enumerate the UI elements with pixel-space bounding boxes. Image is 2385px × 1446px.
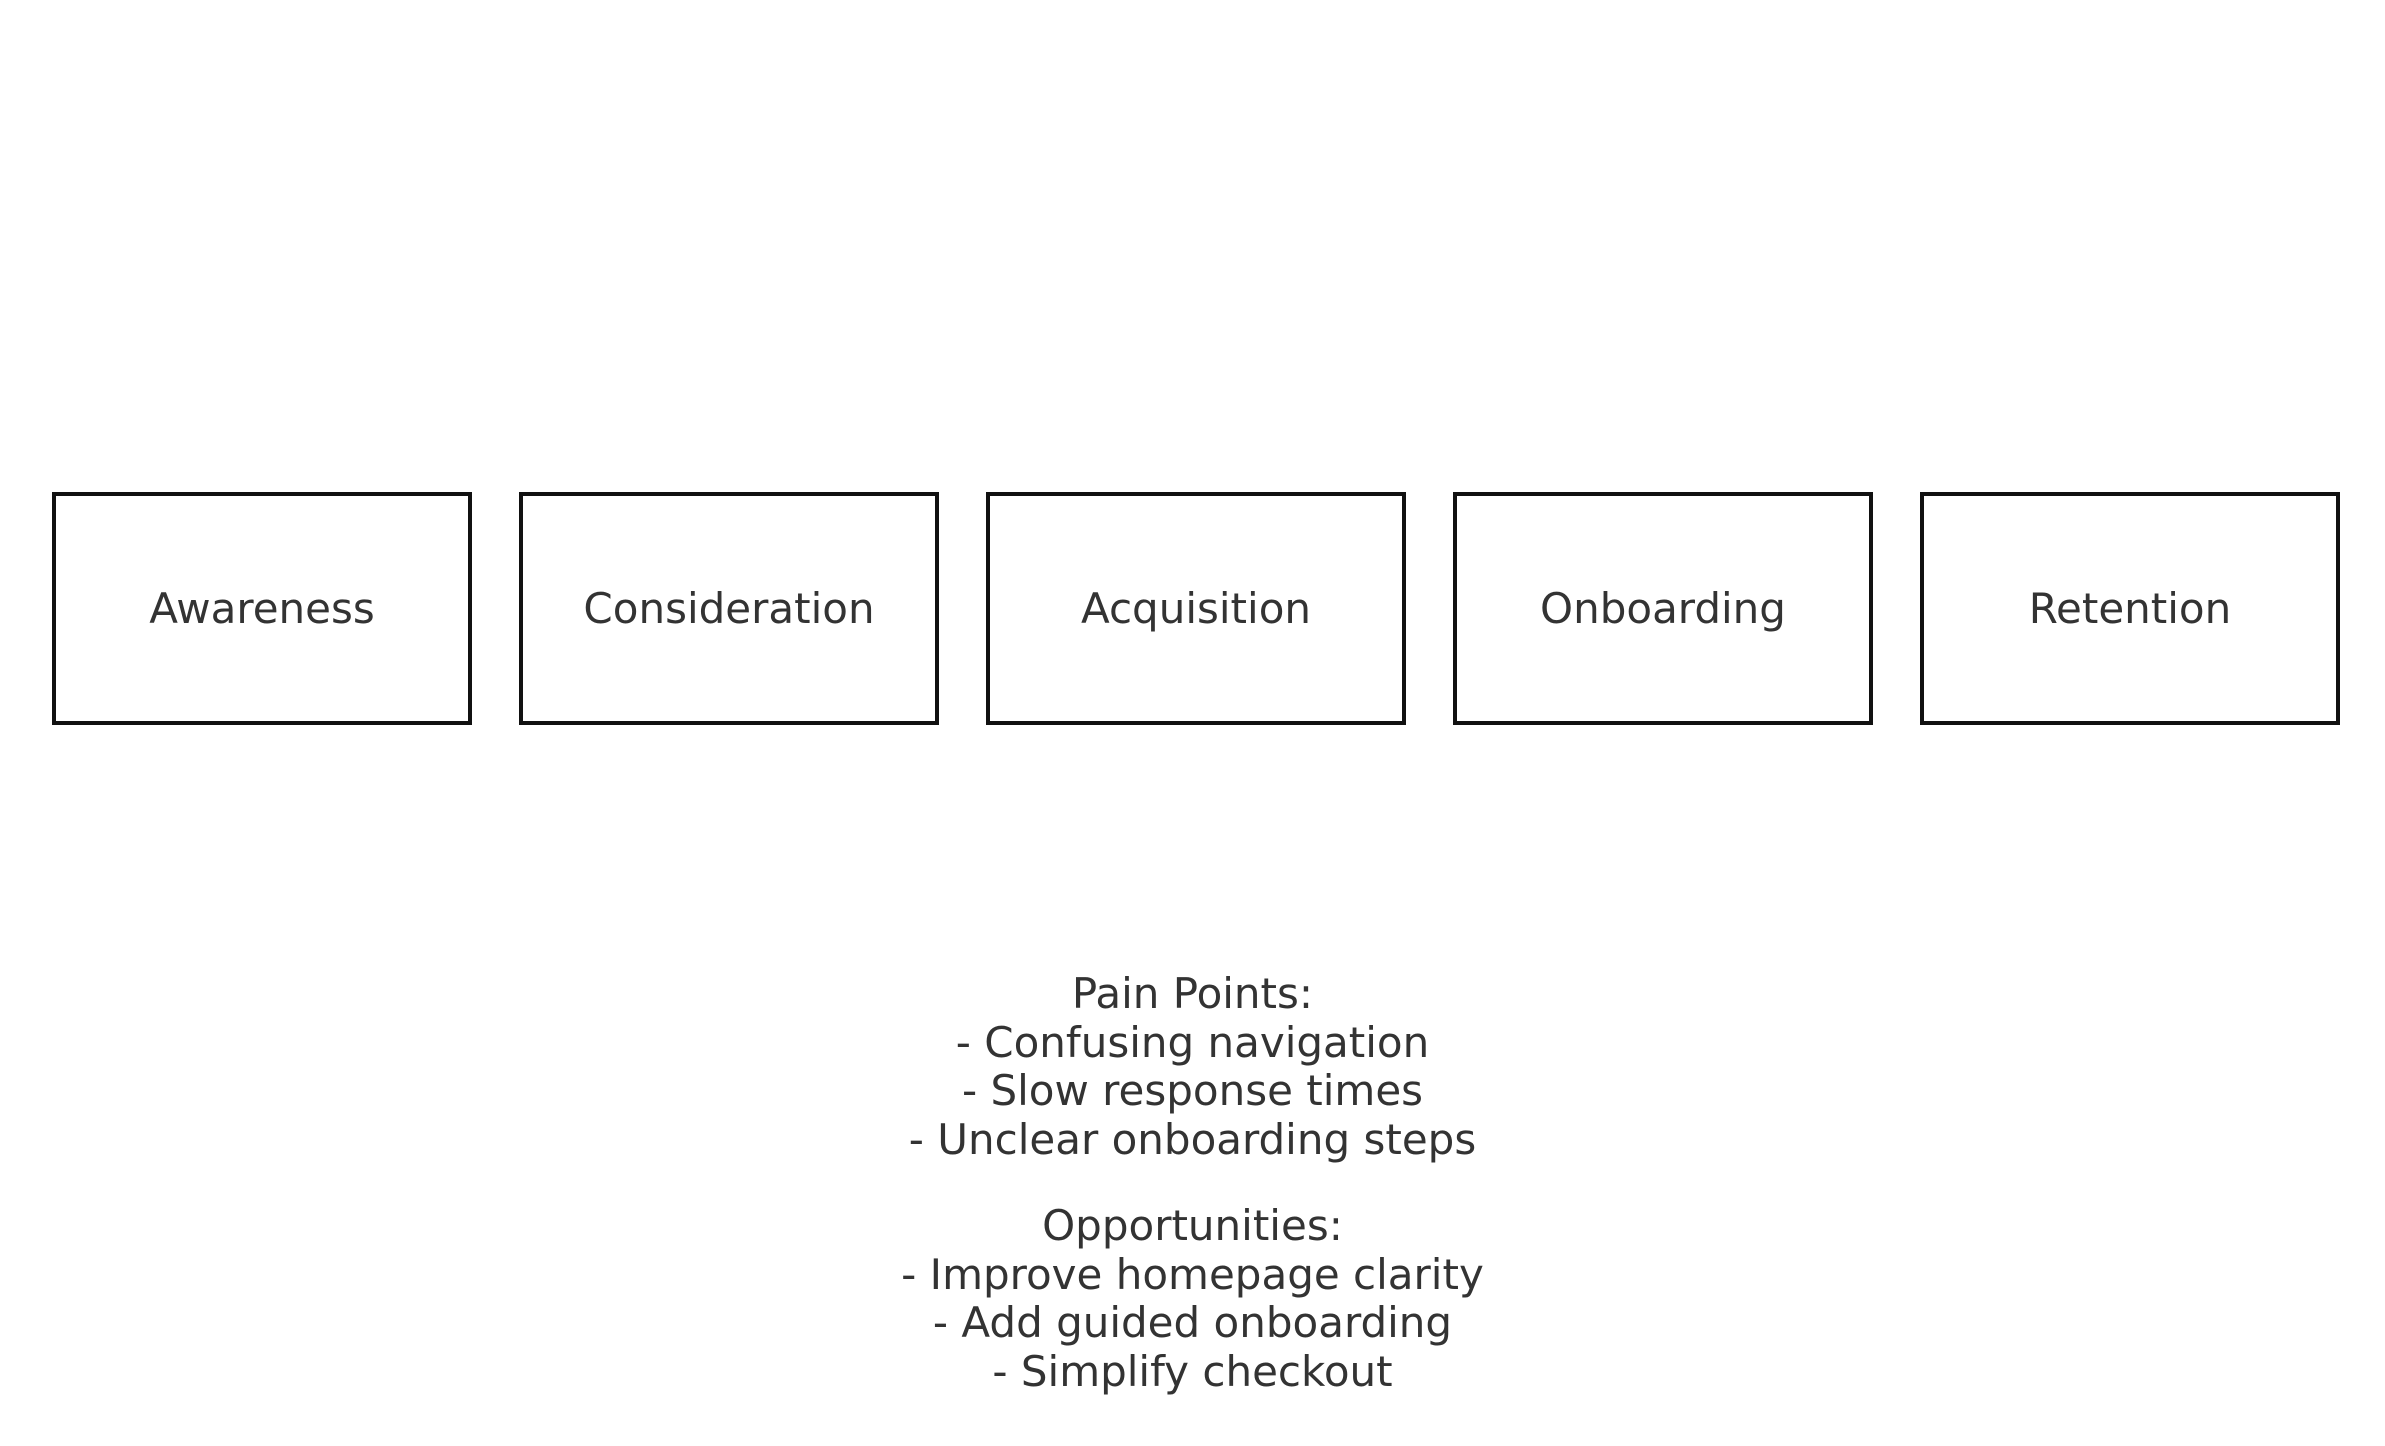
- pain-point-item: - Slow response times: [961, 1066, 1424, 1115]
- stage-consideration: Consideration: [519, 492, 939, 725]
- pain-points-heading: Pain Points:: [1071, 969, 1314, 1018]
- stage-label: Retention: [2028, 583, 2232, 633]
- opportunities-block: Opportunities: - Improve homepage clarit…: [0, 1201, 2385, 1396]
- stage-label: Awareness: [149, 583, 375, 633]
- stage-onboarding: Onboarding: [1453, 492, 1873, 725]
- stage-label: Onboarding: [1540, 583, 1786, 633]
- stage-label: Consideration: [583, 583, 875, 633]
- opportunities-heading: Opportunities:: [1042, 1201, 1343, 1250]
- opportunity-item: - Improve homepage clarity: [901, 1249, 1484, 1299]
- pain-point-item: - Confusing navigation: [955, 1017, 1430, 1067]
- stage-acquisition: Acquisition: [986, 492, 1406, 725]
- opportunity-item: - Simplify checkout: [992, 1346, 1393, 1396]
- stage-label: Acquisition: [1080, 583, 1312, 633]
- pain-point-item: - Unclear onboarding steps: [908, 1114, 1477, 1164]
- stage-awareness: Awareness: [52, 492, 472, 725]
- journey-stages: Awareness Consideration Acquisition Onbo…: [52, 492, 2340, 725]
- stage-retention: Retention: [1920, 492, 2340, 725]
- opportunity-item: - Add guided onboarding: [932, 1298, 1453, 1347]
- pain-points-block: Pain Points: - Confusing navigation - Sl…: [0, 969, 2385, 1164]
